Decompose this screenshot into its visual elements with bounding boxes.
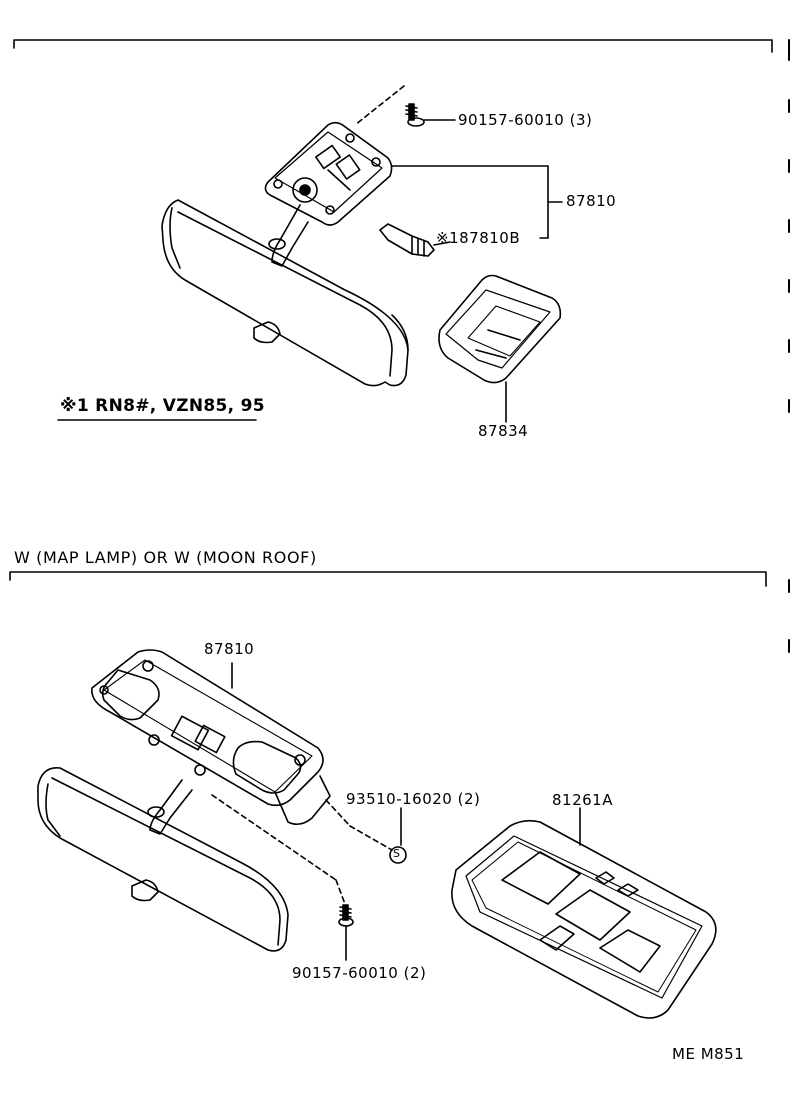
bottom-mirror-stay [147,779,193,835]
top-section-frame [13,39,773,53]
bottom-housing [451,807,717,1019]
part-label-clip: 93510-16020 (2) [346,790,481,808]
bottom-mirror [37,767,289,952]
top-mirror [161,199,409,387]
top-mirror-stay [268,204,309,267]
bottom-lamp-assy [91,649,331,826]
part-label-top-screw: 90157-60010 (3) [458,111,593,129]
top-bulb [379,223,451,257]
bottom-section-frame [9,571,767,587]
footer-code: ME M851 [672,1045,745,1063]
bottom-leader-lines [211,794,402,905]
applicability-note: ※1 RN8#, VZN85, 95 [60,396,265,416]
top-screw [354,85,456,127]
top-bracket-lines [391,165,563,239]
part-label-bottom-screw: 90157-60010 (2) [292,964,427,982]
top-lens-cover [438,274,562,423]
section-title: W (MAP LAMP) OR W (MOON ROOF) [14,548,317,567]
top-lamp-base [264,121,393,226]
part-label-cover: 87834 [478,422,529,440]
part-label-top-lamp-assy: 87810 [566,192,617,210]
part-label-bulb: ※187810B [436,229,521,247]
bottom-screw [338,904,354,961]
part-label-bottom-lamp-assy: 87810 [204,640,255,658]
bottom-clip-symbol [389,846,407,864]
clip-symbol-letter: S [393,847,401,860]
part-label-housing: 81261A [552,791,613,809]
